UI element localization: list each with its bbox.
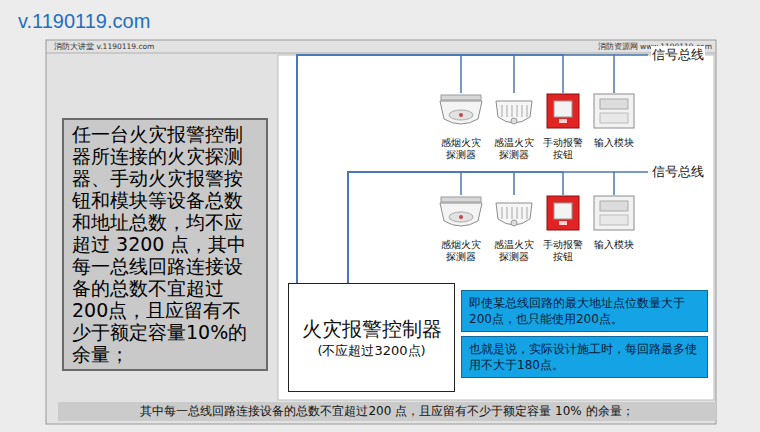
smoke-icon	[437, 93, 485, 129]
bus-wire	[297, 55, 514, 283]
note-box: 也就是说，实际设计施工时，每回路最多使用不大于180点。	[461, 336, 708, 378]
heat-icon	[490, 195, 538, 231]
bus-line-end	[614, 171, 648, 173]
device-button: 手动报警按钮	[539, 93, 587, 161]
box-subtext: (不应超过3200点)	[317, 342, 425, 360]
device-module: 输入模块	[590, 195, 638, 251]
bus-line-end	[614, 54, 648, 56]
caption-band	[58, 402, 716, 421]
device-label: 手动报警按钮	[543, 239, 583, 263]
rule-text-box: 任一台火灾报警控制器所连接的火灾探测器、手动火灾报警按钮和模块等设备总数和地址总…	[62, 118, 268, 371]
controller-box: 火灾报警控制器(不应超过3200点)	[288, 283, 455, 392]
bus-wire	[348, 172, 614, 283]
device-label: 感烟火灾探测器	[441, 137, 481, 161]
header-text: 消防大讲堂 v.1190119.com	[54, 42, 154, 52]
box-text: 也就是说，实际设计施工时，每回路最多使用不大于180点。	[469, 341, 700, 373]
button-icon	[539, 93, 587, 129]
bus-wire	[297, 55, 614, 283]
button-icon	[539, 195, 587, 231]
device-module: 输入模块	[590, 93, 638, 149]
device-label: 感烟火灾探测器	[441, 239, 481, 263]
device-label: 输入模块	[594, 239, 634, 251]
header-rule	[46, 53, 716, 54]
device-label: 输入模块	[594, 137, 634, 149]
bus-wire	[297, 55, 461, 283]
module-icon	[590, 93, 638, 129]
device-heat: 感温火灾探测器	[490, 93, 538, 161]
bus-wire	[297, 55, 563, 283]
device-smoke: 感烟火灾探测器	[437, 195, 485, 263]
smoke-icon	[437, 195, 485, 231]
site-watermark: v.1190119.com	[18, 10, 150, 33]
slide-frame	[46, 40, 716, 424]
device-smoke: 感烟火灾探测器	[437, 93, 485, 161]
note-box: 即使某总线回路的最大地址点位数量大于200点，也只能使用200点。	[461, 290, 708, 332]
device-button: 手动报警按钮	[539, 195, 587, 263]
box-text: 任一台火灾报警控制器所连接的火灾探测器、手动火灾报警按钮和模块等设备总数和地址总…	[72, 123, 260, 365]
device-heat: 感温火灾探测器	[490, 195, 538, 263]
device-label: 手动报警按钮	[543, 137, 583, 161]
heat-icon	[490, 93, 538, 129]
bus-label: 信号总线	[651, 46, 705, 64]
box-text: 即使某总线回路的最大地址点位数量大于200点，也只能使用200点。	[469, 295, 700, 327]
caption-text: 其中每一总线回路连接设备的总数不宜超过200 点，且应留有不少于额定容量 10%…	[58, 404, 716, 419]
bus-wire	[348, 172, 514, 283]
module-icon	[590, 195, 638, 231]
bus-wire	[348, 172, 563, 283]
box-text: 火灾报警控制器	[302, 316, 442, 342]
device-label: 感温火灾探测器	[494, 137, 534, 161]
device-label: 感温火灾探测器	[494, 239, 534, 263]
bus-wire	[348, 172, 461, 283]
bus-label: 信号总线	[651, 163, 705, 181]
diagram-panel	[278, 55, 714, 400]
